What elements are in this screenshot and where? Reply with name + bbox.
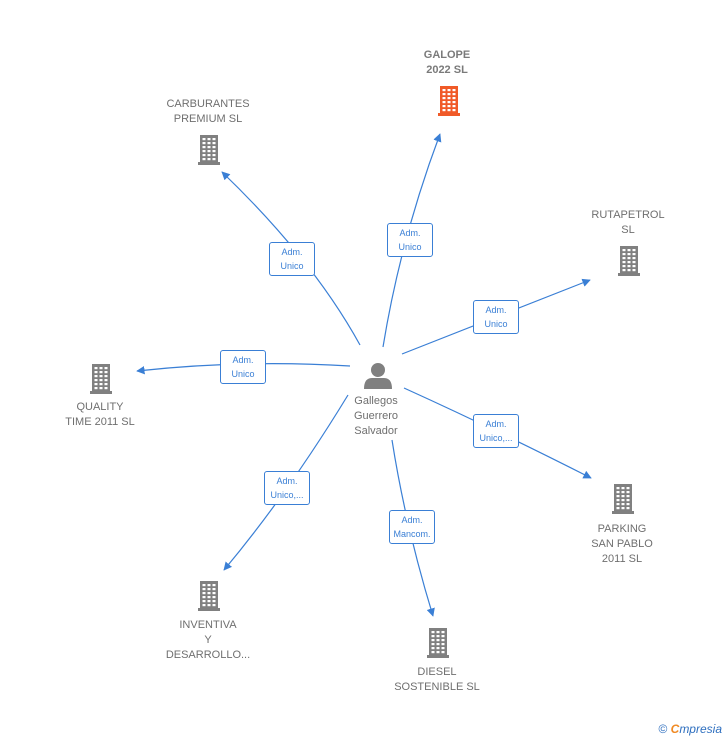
brand-initial: C [670,722,680,736]
company-label-line: GALOPE [423,49,471,61]
company-label-line: CARBURANTES [166,98,250,110]
edge-label-line: Unico [280,261,304,271]
company-label-inventiva[interactable]: INVENTIVA Y DESARROLLO... [148,618,268,663]
company-label-line: PARKING [597,523,647,535]
building-icon[interactable] [612,484,634,514]
edge-label-parking[interactable]: Adm. Unico,... [473,414,519,448]
company-label-line: 2022 SL [426,64,468,76]
edge-label-quality[interactable]: Adm. Unico [220,350,266,384]
company-label-quality[interactable]: QUALITY TIME 2011 SL [40,400,160,430]
edge-label-inventiva[interactable]: Adm. Unico,... [264,471,310,505]
company-label-line: SOSTENIBLE SL [394,681,480,693]
edge-label-line: Adm. [399,228,421,238]
building-icon[interactable] [438,86,460,116]
edge-label-carburantes[interactable]: Adm. Unico [269,242,315,276]
company-label-galope[interactable]: GALOPE 2022 SL [387,48,507,78]
edge-label-line: Unico [398,242,422,252]
footer-brand: © Cmpresia [658,722,722,736]
edge-label-line: Unico [231,369,255,379]
company-label-line: 2011 SL [601,553,643,565]
edge-label-line: Unico [484,319,508,329]
edge-label-line: Adm. [485,305,507,315]
building-icon[interactable] [90,364,112,394]
company-label-line: INVENTIVA [179,619,237,631]
edge-label-diesel[interactable]: Adm. Mancom. [389,510,435,544]
company-label-line: TIME 2011 SL [65,416,135,428]
building-icon[interactable] [198,135,220,165]
person-name[interactable]: Gallegos Guerrero Salvador [353,395,399,437]
edge-label-line: Adm. [485,419,507,429]
company-label-line: DIESEL [417,666,457,678]
company-label-diesel[interactable]: DIESEL SOSTENIBLE SL [377,665,497,695]
brand-name: mpresia [679,722,722,736]
edge-label-rutapetrol[interactable]: Adm. Unico [473,300,519,334]
copyright-symbol: © [658,722,668,736]
company-label-line: PREMIUM SL [173,113,243,125]
person-icon[interactable] [364,363,392,389]
edge-label-line: Adm. [232,355,254,365]
edge-label-line: Mancom. [393,529,431,539]
edge-label-line: Adm. [281,247,303,257]
company-label-line: DESARROLLO... [165,649,251,661]
edge-label-galope[interactable]: Adm. Unico [387,223,433,257]
building-icon[interactable] [198,581,220,611]
building-icon[interactable] [427,628,449,658]
company-label-line: Y [204,634,212,646]
company-label-line: SL [621,224,635,236]
company-label-parking[interactable]: PARKING SAN PABLO 2011 SL [562,522,682,567]
company-label-line: QUALITY [76,401,124,413]
edge-label-line: Adm. [276,476,298,486]
edge-label-line: Unico,... [479,433,513,443]
company-label-rutapetrol[interactable]: RUTAPETROL SL [568,208,688,238]
company-label-carburantes[interactable]: CARBURANTES PREMIUM SL [148,97,268,127]
edge-label-line: Adm. [401,515,423,525]
company-label-line: RUTAPETROL [591,209,665,221]
company-label-line: SAN PABLO [591,538,653,550]
edge-label-line: Unico,... [270,490,304,500]
building-icon[interactable] [618,246,640,276]
